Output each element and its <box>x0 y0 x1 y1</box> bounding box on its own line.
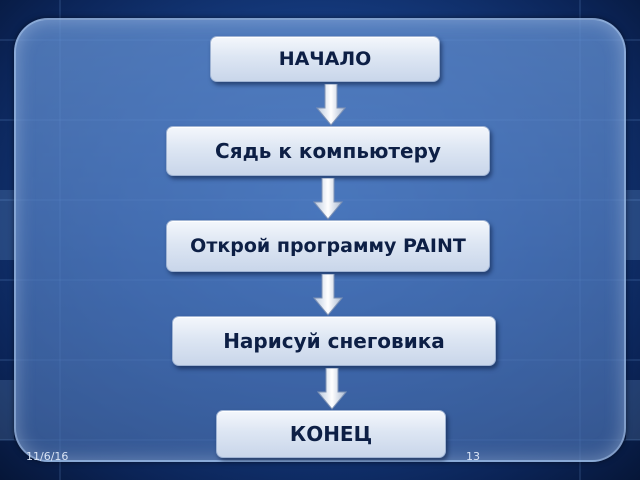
flow-step-label: КОНЕЦ <box>289 422 373 446</box>
down-arrow-icon <box>313 274 343 316</box>
flow-step-open-paint: Открой программу PAINT <box>166 220 490 272</box>
down-arrow-icon <box>316 84 346 126</box>
down-arrow-icon <box>317 368 347 410</box>
flow-step-label: НАЧАЛО <box>278 47 372 70</box>
flow-step-sit-at-computer: Сядь к компьютеру <box>166 126 490 176</box>
flow-step-start: НАЧАЛО <box>210 36 440 82</box>
slide-page-number: 13 <box>466 450 480 463</box>
flow-step-label: Нарисуй снеговика <box>223 329 445 353</box>
flow-step-label: Сядь к компьютеру <box>215 139 441 163</box>
flow-step-draw-snowman: Нарисуй снеговика <box>172 316 496 366</box>
slide-date: 11/6/16 <box>26 450 69 463</box>
down-arrow-icon <box>313 178 343 220</box>
flow-step-label: Открой программу PAINT <box>190 234 466 257</box>
flow-step-end: КОНЕЦ <box>216 410 446 458</box>
